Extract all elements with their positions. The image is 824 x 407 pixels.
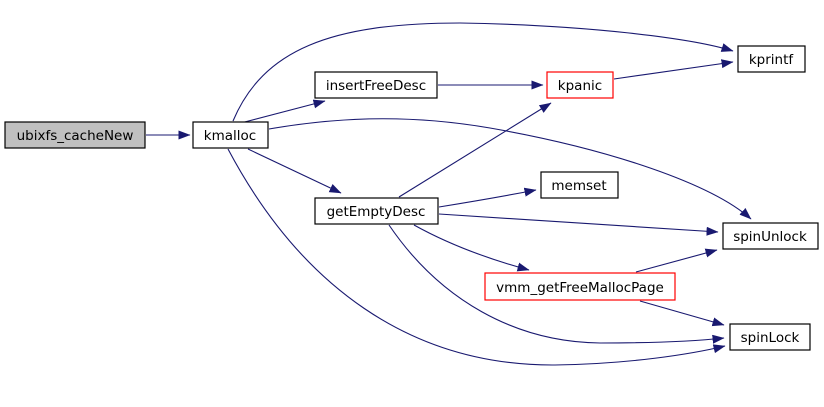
node-kpanic-box[interactable]	[546, 71, 614, 99]
node-ubixfs_cacheNew-box	[4, 121, 146, 149]
edge-kmalloc-to-spinLock	[227, 148, 726, 366]
edge-kmalloc-to-kprintf	[232, 22, 734, 122]
node-getEmptyDesc-label: getEmptyDesc	[327, 204, 426, 220]
node-spinLock-label: spinLock	[741, 330, 800, 346]
edge-kmalloc-to-insertFreeDesc	[236, 99, 326, 125]
node-ubixfs_cacheNew-label: ubixfs_cacheNew	[17, 128, 134, 144]
edge-vmm_getFreeMallocPage-to-spinUnlock	[635, 248, 718, 273]
node-kmalloc[interactable]: kmalloc	[192, 121, 269, 149]
node-spinUnlock[interactable]: spinUnlock	[722, 222, 819, 250]
node-vmm_getFreeMallocPage[interactable]: vmm_getFreeMallocPage	[484, 272, 676, 301]
node-getEmptyDesc-box[interactable]	[314, 197, 439, 225]
node-kmalloc-box[interactable]	[192, 121, 269, 149]
node-spinLock-box[interactable]	[729, 323, 811, 351]
node-kprintf-label: kprintf	[749, 52, 795, 68]
edge-getEmptyDesc-to-memset	[438, 187, 537, 208]
edge-vmm_getFreeMallocPage-to-spinLock	[639, 300, 725, 327]
edge-getEmptyDesc-to-vmm_getFreeMallocPage	[413, 224, 530, 272]
node-memset-label: memset	[551, 178, 606, 194]
node-vmm_getFreeMallocPage-box[interactable]	[484, 272, 676, 301]
node-vmm_getFreeMallocPage-label: vmm_getFreeMallocPage	[496, 280, 664, 296]
node-spinUnlock-label: spinUnlock	[733, 229, 807, 245]
node-spinUnlock-box[interactable]	[722, 222, 819, 250]
node-spinLock[interactable]: spinLock	[729, 323, 811, 351]
node-insertFreeDesc-label: insertFreeDesc	[326, 78, 426, 94]
node-kprintf[interactable]: kprintf	[737, 45, 806, 73]
edge-getEmptyDesc-to-spinUnlock	[438, 213, 719, 236]
node-ubixfs_cacheNew: ubixfs_cacheNew	[4, 121, 146, 149]
node-kpanic-label: kpanic	[558, 78, 602, 94]
node-kprintf-box[interactable]	[737, 45, 806, 73]
edge-getEmptyDesc-to-kpanic	[398, 102, 552, 198]
node-kmalloc-label: kmalloc	[204, 128, 256, 144]
node-memset[interactable]: memset	[540, 171, 619, 199]
node-insertFreeDesc-box[interactable]	[314, 71, 438, 99]
node-kpanic[interactable]: kpanic	[546, 71, 614, 99]
edge-kpanic-to-kprintf	[613, 59, 734, 80]
node-getEmptyDesc[interactable]: getEmptyDesc	[314, 197, 439, 225]
edge-kmalloc-to-spinUnlock	[268, 118, 752, 220]
edges	[146, 22, 752, 366]
edge-kmalloc-to-getEmptyDesc	[247, 148, 342, 194]
node-insertFreeDesc[interactable]: insertFreeDesc	[314, 71, 438, 99]
edge-getEmptyDesc-to-spinLock	[388, 224, 725, 344]
node-memset-box[interactable]	[540, 171, 619, 199]
